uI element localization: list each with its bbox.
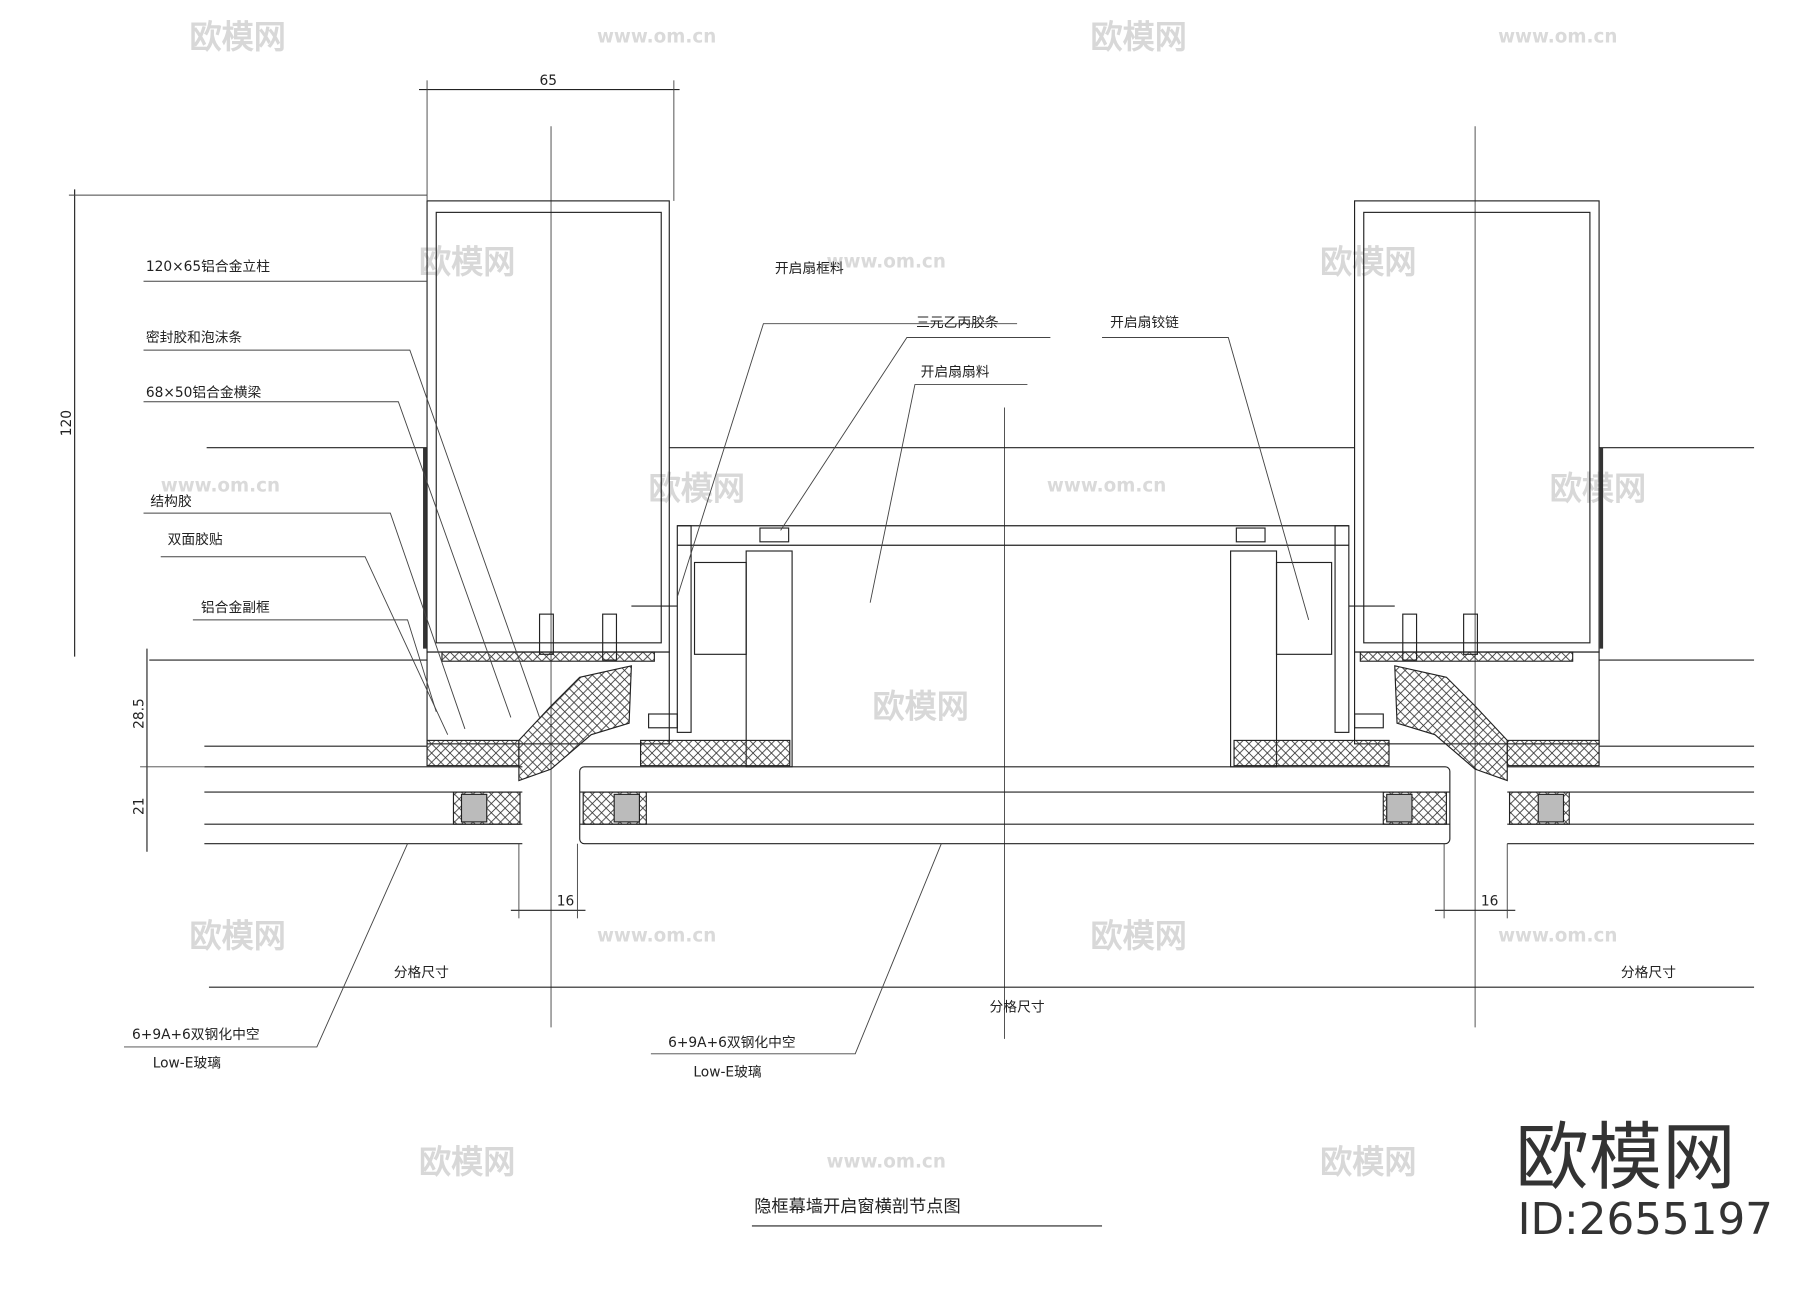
grid-size-right: 分格尺寸 — [1621, 965, 1676, 981]
watermark-url: www.om.cn — [1047, 475, 1166, 496]
dim-glass-depth: 21 — [132, 797, 148, 815]
dimensions: 65 120 28.5 21 16 16 分格尺寸 分格尺寸 分格尺寸 — [59, 73, 1755, 1015]
label-sealant: 密封胶和泡沫条 — [146, 329, 243, 346]
label-structural-glue: 结构胶 — [150, 493, 192, 510]
dim-gap-left: 16 — [557, 894, 575, 910]
left-mullion — [423, 200, 670, 782]
watermark-url: www.om.cn — [161, 475, 280, 496]
dim-mullion-width: 65 — [540, 73, 558, 89]
label-mullion: 120×65铝合金立柱 — [146, 259, 270, 275]
watermark-url: www.om.cn — [597, 26, 716, 47]
grid-size-mid: 分格尺寸 — [990, 999, 1045, 1015]
watermark-logo: 欧模网 — [1091, 18, 1187, 56]
label-glass-left-2: Low-E玻璃 — [153, 1055, 222, 1072]
label-transom: 68×50铝合金横梁 — [146, 385, 262, 401]
callouts: 120×65铝合金立柱 密封胶和泡沫条 68×50铝合金横梁 结构胶 双面胶贴 … — [124, 259, 1310, 1081]
brand-logo: 欧模网 — [1515, 1115, 1735, 1200]
watermark-logo: 欧模网 — [419, 1143, 515, 1181]
watermark-logo: 欧模网 — [649, 469, 745, 507]
opening-sash — [631, 525, 1395, 768]
watermark-logo: 欧模网 — [1320, 243, 1416, 281]
label-sash-frame: 开启扇框料 — [775, 261, 844, 277]
watermarks: 欧模网 欧模网 欧模网 欧模网 欧模网 欧模网 欧模网 欧模网 欧模网 欧模网 … — [161, 18, 1646, 1181]
watermark-url: www.om.cn — [1498, 26, 1617, 47]
label-double-tape: 双面胶贴 — [168, 531, 223, 548]
label-glass-mid-2: Low-E玻璃 — [693, 1064, 762, 1081]
label-glass-mid-1: 6+9A+6双钢化中空 — [668, 1035, 796, 1051]
watermark-logo: 欧模网 — [1320, 1143, 1416, 1181]
dim-frame-depth: 28.5 — [132, 698, 148, 729]
right-mullion — [1354, 200, 1604, 782]
dim-gap-right: 16 — [1481, 894, 1499, 910]
watermark-logo: 欧模网 — [1550, 469, 1646, 507]
watermark-url: www.om.cn — [827, 251, 946, 272]
dim-mullion-depth: 120 — [59, 410, 75, 436]
watermark-logo: 欧模网 — [419, 243, 515, 281]
grid-size-left: 分格尺寸 — [394, 965, 449, 981]
reference-lines — [149, 126, 1755, 1039]
watermark-url: www.om.cn — [827, 1151, 946, 1172]
watermark-url: www.om.cn — [1498, 925, 1617, 946]
label-sub-frame: 铝合金副框 — [201, 600, 270, 616]
glass-panes — [204, 745, 1755, 845]
label-glass-left-1: 6+9A+6双钢化中空 — [132, 1027, 260, 1043]
brand-id: ID:2655197 — [1518, 1195, 1773, 1245]
label-epdm-strip: 三元乙丙胶条 — [916, 314, 999, 331]
label-sash-hinge: 开启扇铰链 — [1110, 315, 1179, 331]
watermark-logo: 欧模网 — [189, 18, 285, 56]
watermark-logo: 欧模网 — [189, 917, 285, 955]
watermark-logo: 欧模网 — [872, 687, 968, 725]
watermark-url: www.om.cn — [597, 925, 716, 946]
watermark-logo: 欧模网 — [1091, 917, 1187, 955]
drawing-title: 隐框幕墙开启窗横剖节点图 — [754, 1197, 960, 1217]
label-sash-profile: 开启扇扇料 — [921, 365, 990, 381]
